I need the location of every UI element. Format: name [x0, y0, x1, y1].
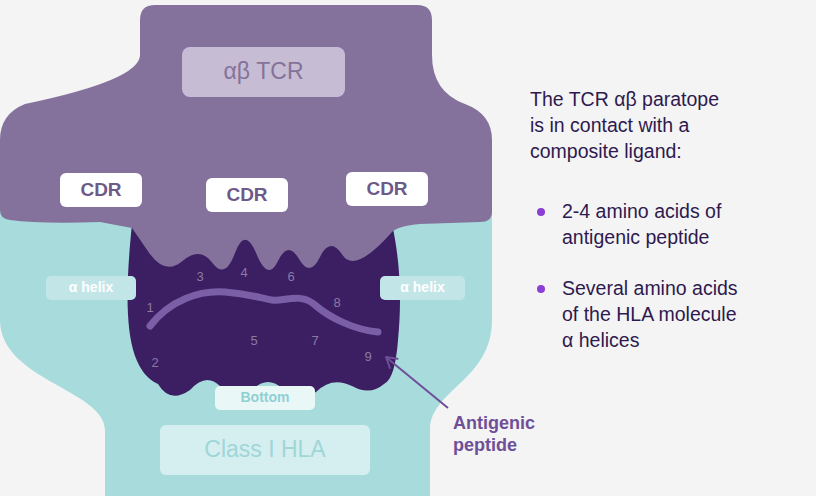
bullet-dot — [537, 208, 545, 216]
callout-number: 5 — [250, 334, 257, 347]
description-text: The TCR αβ paratope is in contact with a… — [530, 86, 725, 164]
callout-number: 8 — [333, 296, 340, 309]
helix-label-box: α helix — [46, 276, 136, 300]
cdr-label-box: CDR — [346, 172, 428, 206]
callout-number: 2 — [151, 356, 158, 369]
callout-number: 7 — [311, 334, 318, 347]
bullet-item: Several amino acids of the HLA molecule … — [562, 275, 742, 353]
callout-arrowhead — [386, 357, 398, 368]
callout-number: 9 — [364, 350, 371, 363]
antigenic-peptide-chain — [150, 292, 378, 332]
callout-number: 3 — [196, 270, 203, 283]
callout-number: 4 — [240, 266, 247, 279]
hla-molecule-shape — [0, 210, 492, 496]
box-label: α helix — [69, 280, 113, 295]
cdr-label-box: CDR — [206, 178, 288, 212]
box-label: Class I HLA — [204, 437, 325, 462]
callout-label: Antigenic peptide — [453, 412, 568, 456]
bullet-dot — [537, 285, 545, 293]
helix-label-box: α helix — [380, 276, 465, 300]
box-label: CDR — [366, 179, 407, 200]
bullet-item: 2-4 amino acids of antigenic peptide — [562, 198, 742, 250]
callout-leader-line — [387, 358, 448, 408]
groove-bottom-box: Bottom — [215, 386, 315, 410]
cdr-label-box: CDR — [60, 173, 142, 207]
molecule-label-box: Class I HLA — [160, 425, 370, 475]
box-label: Bottom — [241, 390, 290, 405]
callout-number: 1 — [146, 301, 153, 314]
callout-number: 6 — [287, 270, 294, 283]
box-label: CDR — [80, 180, 121, 201]
box-label: αβ TCR — [223, 59, 303, 84]
molecule-label-box: αβ TCR — [182, 47, 345, 97]
tcr-molecule-shape — [0, 5, 492, 270]
box-label: CDR — [226, 185, 267, 206]
box-label: α helix — [400, 280, 444, 295]
